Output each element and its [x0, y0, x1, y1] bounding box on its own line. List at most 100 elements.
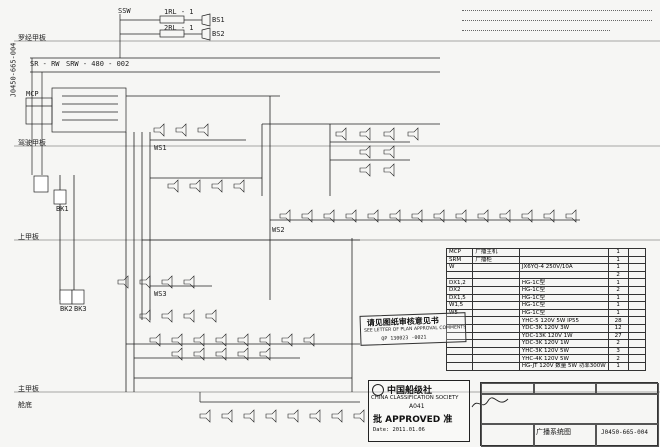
signature-icon — [471, 397, 509, 408]
table-cell-spec: YHC-5 120V 5W IP55 — [518, 316, 609, 325]
table-cell-spec — [518, 270, 609, 280]
table-cell-name — [472, 361, 520, 371]
deck-label-main: 主甲板 — [18, 385, 39, 393]
table-cell-code: DX2 — [445, 285, 474, 295]
table-cell-rem — [627, 255, 647, 265]
ssw-label: SSW — [118, 7, 131, 15]
title-block: 广播系统图 J0450-665-004 — [480, 382, 659, 447]
table-cell-rem — [627, 285, 647, 295]
fuse-label-1: BS1 — [212, 16, 225, 24]
table-cell-spec: JX6YQ-4 250V/10A — [518, 263, 609, 272]
table-cell-name — [472, 323, 520, 333]
table-cell-name — [472, 263, 520, 272]
table-cell-qty: 1 — [607, 248, 629, 257]
table-cell-rem — [627, 346, 647, 356]
table-cell-rem — [627, 278, 647, 287]
table-cell-code: DX1,5 — [445, 293, 474, 303]
table-cell-spec: YDC-13K 120V 1W — [518, 331, 609, 341]
approval-text: 批 APPROVED 准 — [373, 415, 453, 425]
review-stamp: 请见图纸审核意见书 SEE LETTER OF PLAN APPROVAL CO… — [359, 312, 467, 346]
speaker-group-officers — [153, 123, 245, 193]
ws-label-1: WS1 — [154, 144, 167, 152]
review-stamp-number: QP 130023 -0021 — [381, 334, 427, 343]
box-label-1: BK1 — [56, 205, 69, 213]
table-cell-code: W1,5 — [445, 301, 474, 310]
table-cell-code — [445, 354, 474, 363]
table-cell-qty: 2 — [607, 270, 629, 280]
table-cell-rem — [627, 331, 647, 341]
table-cell-rem — [627, 301, 647, 310]
table-cell-rem — [627, 248, 647, 257]
note-line — [462, 14, 652, 21]
table-cell-spec: HG-JT 120V 数量 5W 功率300W — [518, 361, 609, 371]
table-row: 2 — [445, 270, 647, 280]
table-cell-code: SRM — [445, 255, 474, 265]
table-cell-code: DX1,2 — [445, 278, 474, 287]
ws-label-3: WS3 — [154, 290, 167, 298]
relay-label-b: 2RL - 1 — [164, 24, 194, 32]
note-line — [462, 4, 652, 11]
drawing-title: 广播系统图 — [536, 428, 571, 436]
table-cell-spec: YHC-3K 120V 5W — [518, 346, 609, 356]
table-cell-rem — [627, 361, 647, 371]
table-cell-rem — [627, 263, 647, 272]
deck-label-upper: 上甲板 — [18, 233, 39, 241]
speaker-group-main-deck — [117, 275, 217, 323]
approval-org-cn: 中国船级社 — [387, 386, 433, 396]
table-cell-name — [472, 308, 520, 318]
table-cell-name — [472, 339, 520, 348]
table-cell-code — [445, 270, 474, 280]
notes-block — [462, 4, 652, 31]
table-cell-spec: HG-1C型 — [518, 278, 609, 287]
ws-label-2: WS2 — [272, 226, 285, 234]
table-cell-qty: 1 — [607, 263, 629, 272]
table-cell-name — [472, 331, 520, 341]
table-cell-spec: HG-1C型 — [518, 301, 609, 310]
cable-label-2: SRW - 480 - 002 — [66, 60, 130, 68]
table-cell-name — [472, 278, 520, 287]
table-cell-code — [445, 346, 474, 356]
deck-label-bridge: 驾驶甲板 — [18, 139, 46, 147]
table-cell-rem — [627, 354, 647, 363]
box-label-3: BK3 — [74, 305, 87, 313]
table-cell-name — [472, 270, 520, 280]
box-label-2: BK2 — [60, 305, 73, 313]
table-cell-name — [472, 293, 520, 303]
table-cell-spec: HG-1C型 — [518, 308, 609, 318]
table-cell-spec: HG-1C型 — [518, 285, 609, 295]
table-cell-name — [472, 354, 520, 363]
table-cell-spec: YDC-3K 120V 3W — [518, 323, 609, 333]
table-cell-qty: 12 — [607, 323, 629, 333]
table-cell-code — [445, 361, 474, 371]
relay-label-a: 1RL - 1 — [164, 8, 194, 16]
table-cell-rem — [627, 293, 647, 303]
table-cell-name — [472, 316, 520, 325]
approval-org-en: CHINA CLASSIFICATION SOCIETY — [371, 395, 459, 401]
table-cell-name: 广播柜 — [472, 255, 520, 265]
speaker-group-lower — [149, 333, 365, 423]
table-cell-qty: 2 — [607, 285, 629, 295]
table-cell-qty: 28 — [607, 316, 629, 325]
table-cell-spec — [518, 248, 609, 257]
deck-label-bottom: 舱底 — [18, 401, 32, 409]
table-cell-qty: 2 — [607, 354, 629, 363]
table-cell-spec: HG-1C型 — [518, 293, 609, 303]
table-cell-qty: 27 — [607, 331, 629, 341]
speaker-group-bridge — [335, 127, 419, 177]
note-line — [462, 24, 611, 31]
table-cell-code: W — [445, 263, 474, 272]
table-cell-qty: 2 — [607, 339, 629, 348]
